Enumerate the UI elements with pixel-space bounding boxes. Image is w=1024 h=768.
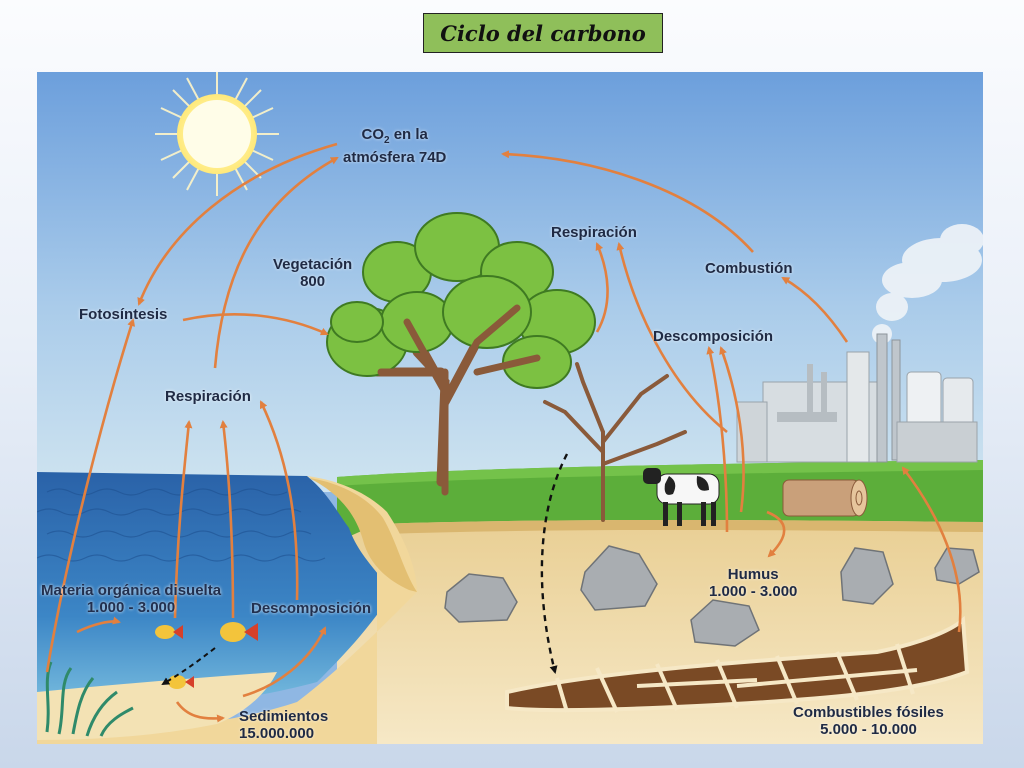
log-icon: [782, 479, 868, 517]
fossil-fuels-text: Combustibles fósiles: [793, 704, 944, 721]
arrow-decomp-water-to-respiration: [259, 400, 299, 601]
dissolved-om-amount: 1.000 - 3.000: [86, 599, 176, 616]
tree-icon: [326, 212, 596, 496]
label-respiration-left: Respiración: [165, 388, 251, 405]
arrow-to-sediments: [175, 701, 225, 723]
arrow-land-to-decomposition-2: [719, 346, 745, 513]
label-combustion: Combustión: [705, 260, 793, 277]
arrow-decomp-to-respiration-2: [616, 242, 728, 434]
label-decomposition-water: Descomposición: [251, 600, 372, 617]
humus-text: Humus: [727, 566, 779, 583]
arrow-fish-to-respiration: [219, 420, 235, 619]
arrow-fossil-to-factory: [901, 466, 962, 633]
rock-icon: [444, 545, 980, 647]
arrow-respiration-to-co2: [213, 156, 339, 369]
arrow-decomp-to-respiration: [595, 242, 609, 333]
carbon-flow-arrows: [45, 142, 962, 723]
arrow-decomp-to-humus: [766, 510, 786, 558]
bare-tree-icon: [543, 362, 687, 522]
arrow-co2-to-photosynthesis: [137, 142, 338, 306]
label-humus: Humus 1.000 - 3.000: [709, 566, 797, 600]
cow-icon: [643, 468, 720, 526]
label-sediments: Sedimientos 15.000.000: [239, 708, 328, 742]
carbon-cycle-diagram: CO2 en la atmósfera 74D Vegetación 800 F…: [37, 72, 983, 744]
co2-text-rest: en la: [389, 126, 428, 143]
arrow-dead-matter-to-fossil: [540, 453, 569, 674]
arrow-land-to-decomposition: [706, 346, 729, 533]
smoke-icon: [872, 224, 983, 344]
arrow-sea-to-photosynthesis: [45, 318, 136, 673]
label-respiration-right: Respiración: [551, 224, 637, 241]
fossil-fuel-layer: [505, 615, 970, 713]
sediments-amount: 15.000.000: [239, 725, 315, 742]
vegetation-text: Vegetación: [273, 256, 353, 273]
slide-title: Ciclo del carbono: [423, 13, 663, 53]
label-photosynthesis: Fotosíntesis: [79, 306, 168, 323]
arrow-combustion-to-co2: [501, 150, 754, 253]
dissolved-om-text: Materia orgánica disuelta: [41, 582, 222, 599]
label-vegetation: Vegetación 800: [273, 256, 352, 290]
arrow-to-organic: [76, 616, 121, 634]
label-co2-atmosphere: CO2 en la atmósfera 74D: [343, 126, 446, 166]
humus-amount: 1.000 - 3.000: [709, 583, 798, 600]
sediments-text: Sedimientos: [239, 708, 329, 725]
vegetation-amount: 800: [300, 273, 326, 290]
co2-text: CO: [361, 126, 384, 143]
fossil-fuels-amount: 5.000 - 10.000: [820, 721, 917, 738]
seaweed-icon: [45, 661, 134, 737]
label-decomposition-land: Descomposición: [653, 328, 774, 345]
co2-subscript: 2: [383, 135, 390, 146]
co2-amount: atmósfera 74D: [343, 149, 447, 166]
arrow-photosynthesis-to-vegetation: [182, 313, 329, 336]
diagram-illustration: [37, 72, 983, 744]
fish-icon: [155, 622, 258, 689]
arrow-organic-to-respiration: [173, 420, 193, 619]
label-dissolved-organic-matter: Materia orgánica disuelta 1.000 - 3.000: [41, 582, 221, 616]
arrow-factory-to-combustion: [781, 276, 849, 343]
label-fossil-fuels: Combustibles fósiles 5.000 - 10.000: [793, 704, 944, 738]
factory-icon: [736, 333, 978, 463]
arrow-fish-to-sediment: [161, 647, 216, 686]
sun-icon: [155, 72, 279, 196]
arrow-sand-to-decomp-water: [242, 626, 327, 698]
